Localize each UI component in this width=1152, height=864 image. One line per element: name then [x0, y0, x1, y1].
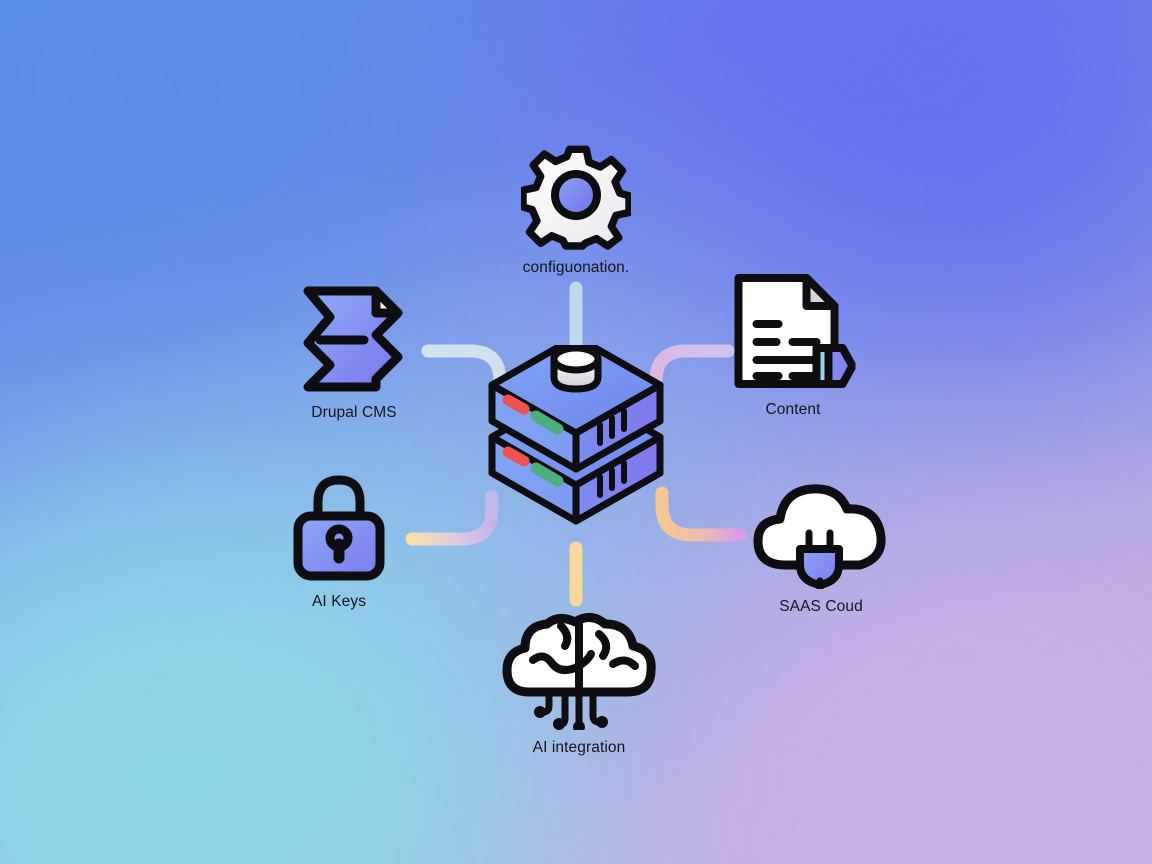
gear-icon	[519, 140, 633, 250]
node-content-label: Content	[765, 401, 821, 418]
drupal-drop-icon	[298, 283, 410, 395]
node-ai[interactable]: AI integration	[499, 612, 659, 757]
node-content[interactable]: Content	[731, 272, 857, 419]
node-aikeys[interactable]: AI Keys	[290, 472, 388, 611]
node-saas[interactable]: SAAS Coud	[750, 477, 892, 616]
node-saas-label: SAAS Coud	[779, 598, 863, 615]
node-configuration[interactable]: configuonation.	[519, 140, 633, 277]
node-aikeys-label: AI Keys	[311, 593, 367, 610]
document-pencil-icon	[731, 272, 857, 392]
cloud-plug-icon	[750, 477, 892, 593]
server-hub[interactable]	[476, 333, 676, 545]
node-ai-label: AI integration	[532, 739, 626, 756]
server-database-icon	[488, 333, 664, 525]
node-drupal-label: Drupal CMS	[311, 404, 397, 421]
brain-circuit-icon	[499, 612, 659, 733]
node-configuration-label: configuonation.	[522, 259, 630, 276]
node-drupal[interactable]: Drupal CMS	[298, 283, 410, 422]
padlock-icon	[290, 472, 388, 584]
